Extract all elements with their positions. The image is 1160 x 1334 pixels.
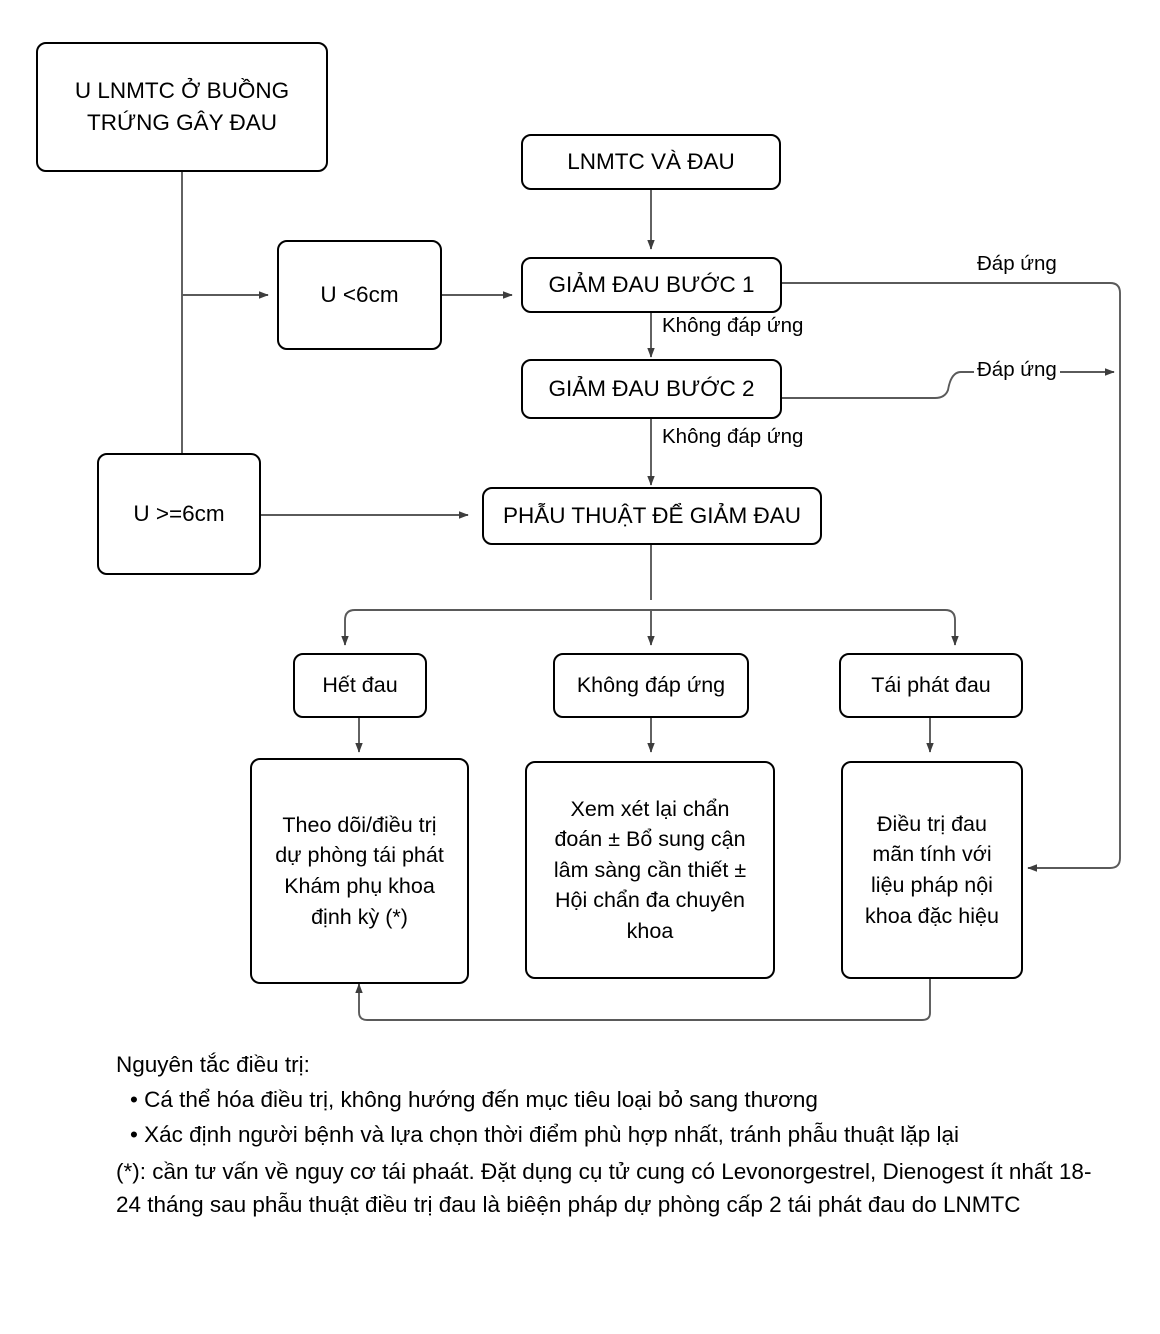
edge-label-text: Đáp ứng	[977, 358, 1057, 381]
node-tai-phat-dau[interactable]: Tái phát đau	[839, 653, 1023, 718]
wire-buoc2-dapung	[782, 368, 1115, 399]
node-phau-thuat-de-giam-dau[interactable]: PHẪU THUẬT ĐỂ GIẢM ĐAU	[482, 487, 822, 545]
wire-fan-left	[341, 609, 356, 646]
notes-footnote: (*): cần tư vấn về nguy cơ tái phaát. Đặ…	[116, 1159, 1092, 1218]
node-u-duoi-6cm[interactable]: U <6cm	[277, 240, 442, 350]
node-label: GIẢM ĐAU BƯỚC 2	[548, 376, 755, 402]
node-giam-dau-buoc-2[interactable]: GIẢM ĐAU BƯỚC 2	[521, 359, 782, 419]
node-label: Xem xét lại chẩn đoán ± Bổ sung cận lâm …	[553, 796, 747, 943]
node-label: Hết đau	[322, 673, 398, 698]
notes-heading: Nguyên tắc điều trị:	[116, 1052, 310, 1077]
node-label: PHẪU THUẬT ĐỂ GIẢM ĐAU	[503, 503, 801, 529]
node-label: U <6cm	[320, 282, 399, 308]
edge-label-khong-dap-ung-1: Không đáp ứng	[659, 314, 807, 338]
node-label: U >=6cm	[133, 501, 225, 527]
node-u-tren-bang-6cm[interactable]: U >=6cm	[97, 453, 261, 575]
node-lnmtc-va-dau[interactable]: LNMTC VÀ ĐAU	[521, 134, 781, 190]
node-het-dau[interactable]: Hết đau	[293, 653, 427, 718]
wire-fan-right	[944, 609, 959, 646]
node-label: Tái phát đau	[871, 673, 991, 698]
edge-label-text: Không đáp ứng	[662, 425, 804, 448]
node-khong-dap-ung[interactable]: Không đáp ứng	[553, 653, 749, 718]
node-u-lnmtc-buong-trung[interactable]: U LNMTC Ở BUỒNG TRỨNG GÂY ĐAU	[36, 42, 328, 172]
edge-label-text: Không đáp ứng	[662, 314, 804, 337]
edge-label-khong-dap-ung-2: Không đáp ứng	[659, 425, 807, 449]
node-giam-dau-buoc-1[interactable]: GIẢM ĐAU BƯỚC 1	[521, 257, 782, 313]
node-xem-xet-lai-chan-doan[interactable]: Xem xét lại chẩn đoán ± Bổ sung cận lâm …	[525, 761, 775, 979]
node-dieu-tri-dau-man-tinh[interactable]: Điều trị đau mãn tính với liệu pháp nội …	[841, 761, 1023, 979]
edge-label-text: Đáp ứng	[977, 252, 1057, 275]
node-label: LNMTC VÀ ĐAU	[567, 149, 735, 175]
edge-label-dap-ung-1: Đáp ứng	[974, 252, 1060, 276]
node-label: U LNMTC Ở BUỒNG TRỨNG GÂY ĐAU	[74, 78, 290, 135]
notes-block: Nguyên tắc điều trị: • Cá thể hóa điều t…	[116, 1048, 1106, 1223]
node-label: Không đáp ứng	[576, 673, 726, 698]
wire-feedback-loop	[355, 979, 931, 1021]
node-label: Theo dõi/điều trị dự phòng tái phát Khám…	[275, 812, 444, 929]
node-label: Điều trị đau mãn tính với liệu pháp nội …	[865, 811, 999, 928]
notes-bullet-1: • Cá thể hóa điều trị, không hướng đến m…	[130, 1087, 818, 1113]
edge-label-dap-ung-2: Đáp ứng	[974, 358, 1060, 382]
node-theo-doi-dieu-tri[interactable]: Theo dõi/điều trị dự phòng tái phát Khám…	[250, 758, 469, 984]
notes-bullet-2: • Xác định người bệnh và lựa chọn thời đ…	[130, 1122, 960, 1148]
node-label: GIẢM ĐAU BƯỚC 1	[548, 272, 755, 298]
